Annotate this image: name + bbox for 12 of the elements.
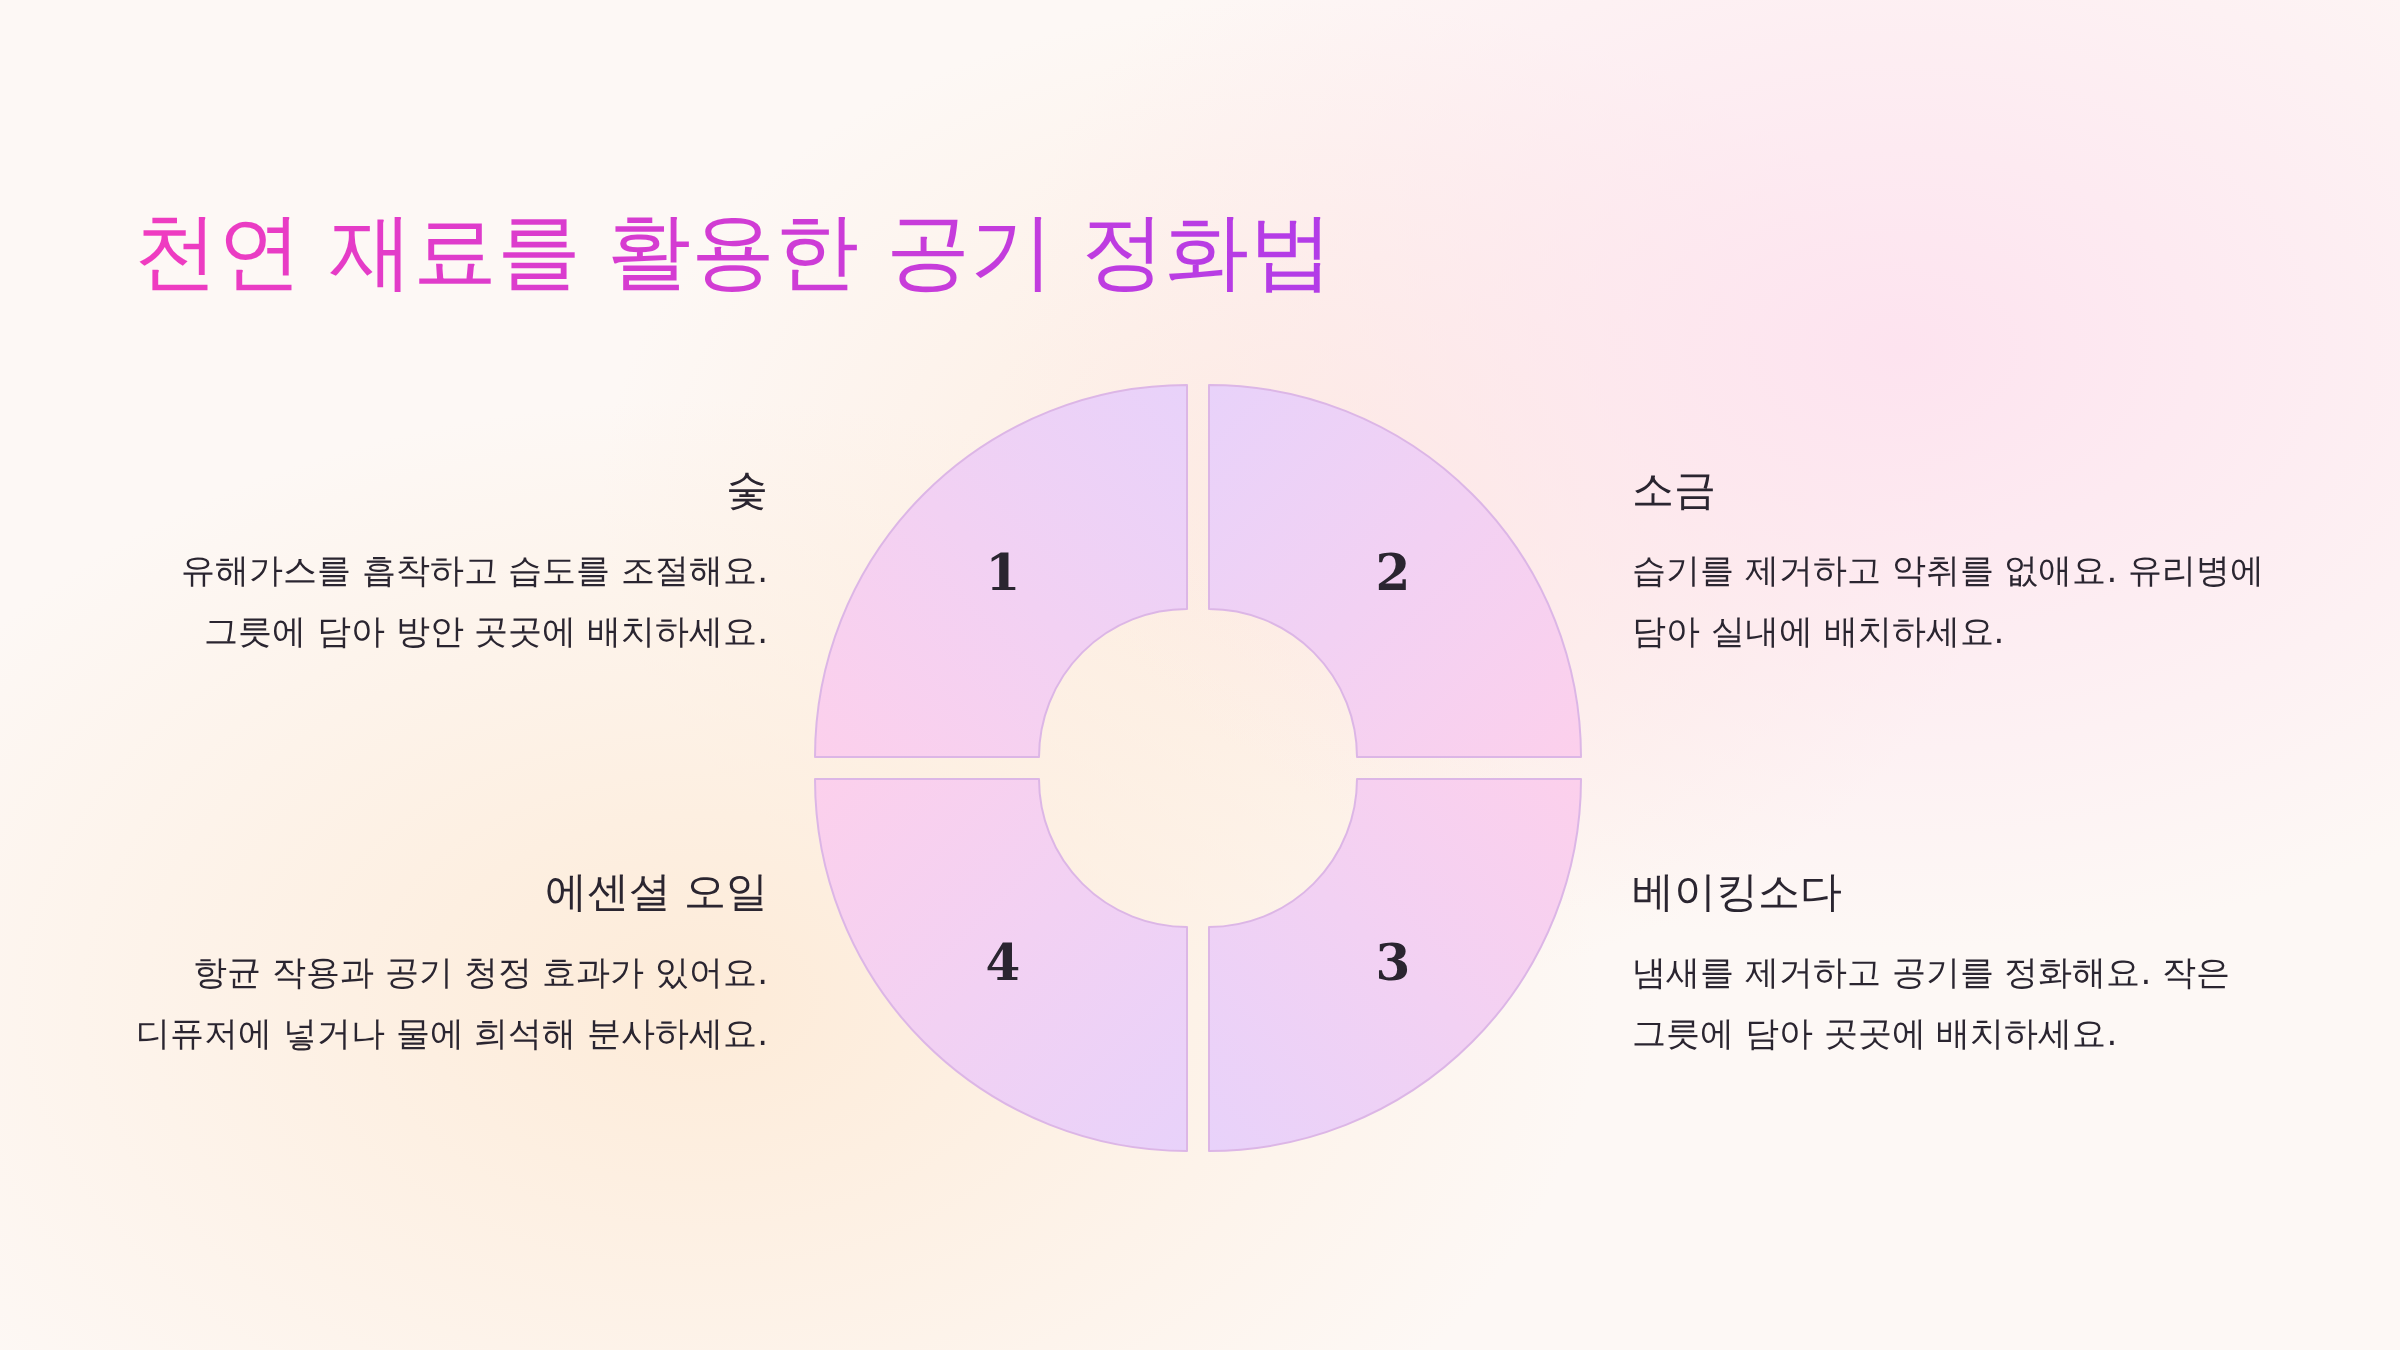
- step-number: 4: [985, 933, 1021, 993]
- step-number: 1: [985, 543, 1021, 603]
- step-number: 2: [1375, 543, 1411, 603]
- item-heading: 숯: [726, 464, 768, 516]
- item-heading: 베이킹소다: [1632, 866, 1842, 918]
- item-heading: 소금: [1632, 464, 1716, 516]
- item-description: 습기를 제거하고 악취를 없애요. 유리병에 담아 실내에 배치하세요.: [1632, 549, 2266, 653]
- item-description: 냄새를 제거하고 공기를 정화해요. 작은 그릇에 담아 곳곳에 배치하세요.: [1632, 951, 2232, 1055]
- item-heading: 에센셜 오일: [544, 866, 768, 918]
- item-description: 유해가스를 흡착하고 습도를 조절해요. 그릇에 담아 방안 곳곳에 배치하세요.: [179, 549, 768, 653]
- step-number: 3: [1375, 933, 1411, 993]
- item-description: 항균 작용과 공기 청정 효과가 있어요. 디퓨저에 넣거나 물에 희석해 분사하세요.: [134, 951, 768, 1055]
